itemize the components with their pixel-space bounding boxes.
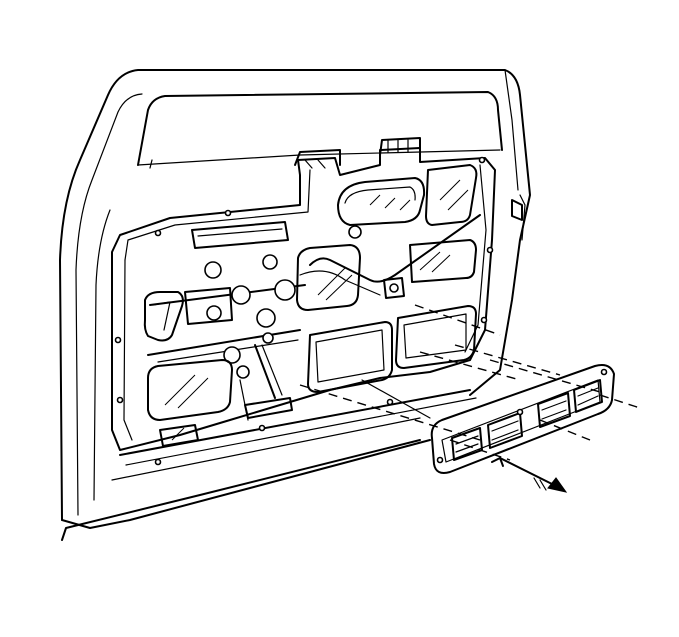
access-cover-panel [430,364,615,474]
removal-direction-arrow [491,457,568,493]
door-frame [59,69,531,541]
window-opening [137,91,503,169]
inner-door-panel [111,137,496,481]
